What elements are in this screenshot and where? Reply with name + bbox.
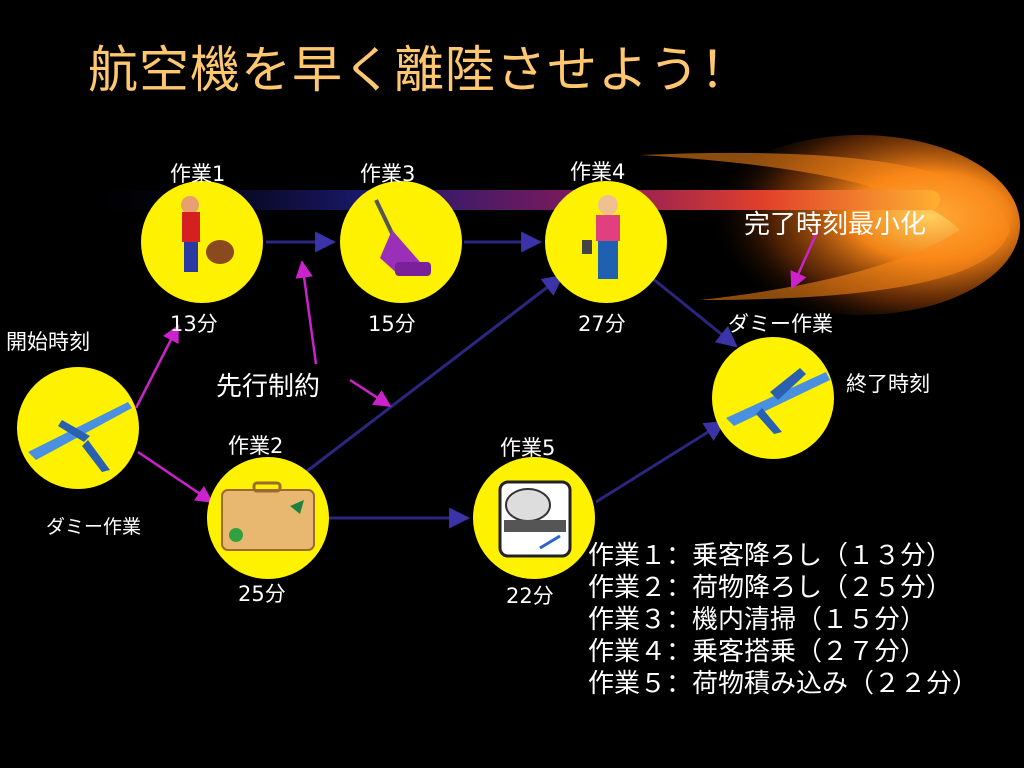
- cargo-clipart: [498, 480, 572, 558]
- task-description: 作業５：荷物積み込み（２２分）: [588, 669, 979, 699]
- task5-label: 作業5: [500, 436, 556, 460]
- task3-duration: 15分: [368, 312, 416, 336]
- passenger-boarding-clipart: [582, 195, 620, 279]
- start-time-label: 開始時刻: [6, 330, 90, 354]
- task3-label: 作業3: [360, 162, 416, 186]
- node-task5: [473, 457, 595, 579]
- node-task4: [545, 181, 667, 303]
- task4-label: 作業4: [570, 160, 626, 184]
- annotation-arrows: [134, 229, 820, 504]
- edge-task2-task4: [297, 274, 564, 480]
- airplane-icon: [726, 368, 830, 434]
- precedence-constraint-label: 先行制約: [216, 372, 321, 402]
- node-task3: [340, 181, 462, 303]
- task2-duration: 25分: [238, 582, 286, 606]
- page-title: 航空機を早く離陸させよう！: [88, 41, 751, 99]
- task4-duration: 27分: [578, 312, 626, 336]
- node-start: [17, 367, 139, 489]
- passenger-clipart: [181, 196, 234, 272]
- task1-label: 作業1: [170, 162, 226, 186]
- start-dummy-label: ダミー作業: [46, 516, 142, 538]
- suitcase-clipart: [221, 481, 315, 551]
- end-dummy-label: ダミー作業: [728, 312, 833, 336]
- task-description: 作業４：乗客搭乗（２７分）: [588, 637, 927, 667]
- minimize-completion-label: 完了時刻最小化: [744, 210, 927, 240]
- task1-duration: 13分: [170, 312, 218, 336]
- edge-task4-end: [651, 276, 738, 348]
- task-description: 作業１：乗客降ろし（１３分）: [588, 541, 953, 571]
- task5-duration: 22分: [506, 584, 554, 608]
- comet-decoration: [60, 135, 1020, 315]
- task-description: 作業３：機内清掃（１５分）: [588, 605, 927, 635]
- task-description-list: 作業１：乗客降ろし（１３分） 作業２：荷物降ろし（２５分） 作業３：機内清掃（１…: [588, 540, 978, 700]
- vacuum-clipart: [374, 199, 431, 276]
- dummy-arrow-start-task2: [137, 450, 214, 504]
- edge-task5-end: [595, 420, 726, 504]
- airplane-icon: [28, 402, 132, 472]
- task-description: 作業２：荷物降ろし（２５分）: [588, 573, 953, 603]
- precedence-edges: [266, 231, 738, 529]
- node-task1: [141, 181, 263, 303]
- end-time-label: 終了時刻: [846, 372, 930, 396]
- dummy-arrow-start-task1: [134, 324, 180, 409]
- task2-label: 作業2: [228, 434, 284, 458]
- minimize-pointer: [790, 229, 820, 290]
- node-task2: [207, 457, 329, 579]
- node-end: [712, 337, 834, 459]
- precedence-pointer-2: [349, 378, 392, 408]
- precedence-pointer-1: [295, 260, 318, 365]
